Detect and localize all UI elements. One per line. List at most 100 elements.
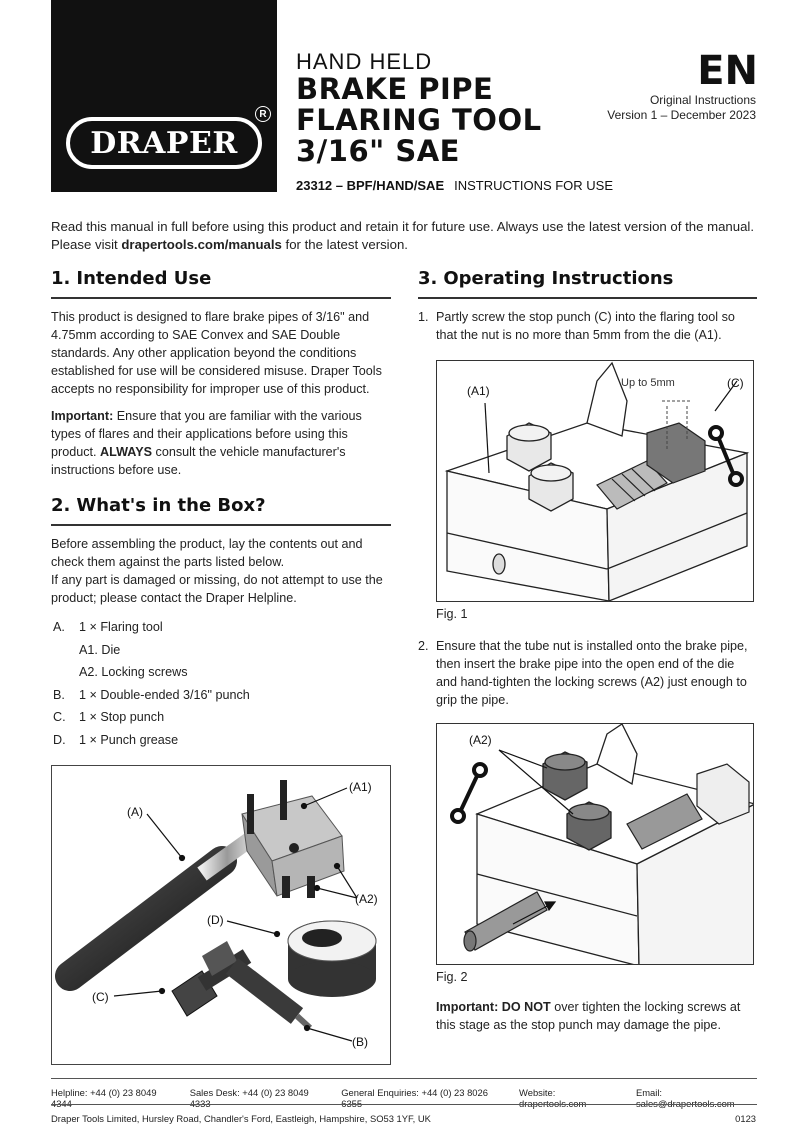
product-illustration: (A) (A1) (A2) (D) (C) (B) xyxy=(55,780,378,1049)
figure-1: Up to 5mm (A1) (C) xyxy=(436,360,754,602)
part-label: D. xyxy=(53,732,66,747)
title-line-1: BRAKE PIPE xyxy=(296,72,494,106)
intro-line-1: Read this manual in full before using th… xyxy=(51,219,754,234)
always-label: ALWAYS xyxy=(100,445,153,459)
part-text: 1 × Punch grease xyxy=(79,732,179,747)
email-link[interactable]: Email: sales@drapertools.com xyxy=(635,1087,735,1109)
figure-2-caption: Fig. 2 xyxy=(436,970,468,984)
part-label: B. xyxy=(53,687,65,702)
intro-text: Read this manual in full before using th… xyxy=(51,218,761,254)
company-address: Draper Tools Limited, Hursley Road, Chan… xyxy=(51,1113,431,1124)
intended-use-text: This product is designed to flare brake … xyxy=(51,310,382,396)
photo-label-b: (B) xyxy=(352,1035,368,1049)
leader-line xyxy=(714,380,738,412)
bolt-shapes xyxy=(542,751,612,851)
figure-2-illustration: (A2) xyxy=(450,724,753,964)
photo-label-a1: (A1) xyxy=(349,780,372,794)
list-item: A1. Die xyxy=(51,639,391,662)
list-item: 1. Partly screw the stop punch (C) into t… xyxy=(418,308,757,344)
figure-1-caption: Fig. 1 xyxy=(436,607,468,621)
stop-punch-shape xyxy=(596,422,706,510)
manuals-link[interactable]: drapertools.com/manuals xyxy=(121,237,282,252)
title-sub: HAND HELD xyxy=(296,49,433,74)
section-2-title: What's in the Box? xyxy=(76,495,266,516)
list-item: A. 1 × Flaring tool xyxy=(51,616,391,639)
important-note: Important: Ensure that you are familiar … xyxy=(51,407,391,479)
photo-label-a2: (A2) xyxy=(355,892,378,906)
version-info: Original Instructions Version 1 – Decemb… xyxy=(607,93,756,123)
brake-pipe-shape xyxy=(463,891,548,952)
section-3-title: Operating Instructions xyxy=(443,268,674,289)
title-line-2: FLARING TOOL xyxy=(296,103,542,137)
fig2-label-a2: (A2) xyxy=(469,733,492,747)
document-title: HAND HELD BRAKE PIPE FLARING TOOL 3/16" … xyxy=(296,50,542,167)
punch-shapes xyxy=(171,941,313,1031)
intro-line-2: Please visit drapertools.com/manuals for… xyxy=(51,236,761,254)
title-line-3: 3/16" SAE xyxy=(296,134,460,168)
footer-contacts: Helpline: +44 (0) 23 8049 4344 Sales Des… xyxy=(51,1087,757,1109)
tube-nut-shape xyxy=(626,763,750,850)
bolt-shapes xyxy=(506,422,574,512)
step-text: Partly screw the stop punch (C) into the… xyxy=(436,310,735,342)
brand-logo: DRAPER R xyxy=(51,0,277,192)
list-item: D. 1 × Punch grease xyxy=(51,729,391,752)
part-text: 1 × Flaring tool xyxy=(79,620,163,635)
fig1-label-c: (C) xyxy=(727,376,744,390)
section-3-heading: 3. Operating Instructions xyxy=(418,268,757,299)
steps-list-1: 1. Partly screw the stop punch (C) into t… xyxy=(418,308,757,344)
wrench-icon xyxy=(450,762,488,824)
photo-label-a: (A) xyxy=(127,805,143,819)
list-item: 2. Ensure that the tube nut is installed … xyxy=(418,637,757,709)
version-date: Version 1 – December 2023 xyxy=(607,108,756,122)
box-check-text: Before assembling the product, lay the c… xyxy=(51,537,363,569)
list-item: B.1 × Double-ended 3/16" punch xyxy=(51,684,391,707)
important-text: Ensure that you are familiar with the va… xyxy=(51,409,362,459)
leader-lines xyxy=(113,787,358,1042)
part-text: A2. Locking screws xyxy=(79,665,188,680)
step-number: 1. xyxy=(418,310,429,324)
section-1-number: 1. xyxy=(51,268,71,289)
sales-desk: Sales Desk: +44 (0) 23 8049 4333 xyxy=(189,1087,309,1109)
part-text: A1. Die xyxy=(79,642,121,657)
leader-lines xyxy=(498,749,574,925)
logo-pill: DRAPER xyxy=(66,117,262,169)
photo-label-c: (C) xyxy=(92,990,109,1004)
section-3-number: 3. xyxy=(418,268,438,289)
steps-list-2: 2. Ensure that the tube nut is installed … xyxy=(418,637,757,709)
registered-mark-icon: R xyxy=(255,106,271,122)
ifu-label: INSTRUCTIONS FOR USE xyxy=(454,178,614,193)
box-damage-text: If any part is damaged or missing, do no… xyxy=(51,573,383,605)
original-instructions: Original Instructions xyxy=(649,93,756,107)
section-1-title: Intended Use xyxy=(76,268,212,289)
warning-label: Important: DO NOT xyxy=(436,1000,551,1014)
footer-divider xyxy=(51,1078,757,1079)
fig1-label-a1: (A1) xyxy=(467,384,490,398)
section-2-heading: 2. What's in the Box? xyxy=(51,495,391,526)
warning-text: over tighten the locking screws at this … xyxy=(436,1000,741,1032)
part-label: A. xyxy=(53,620,65,635)
die-block-shape xyxy=(241,780,345,898)
part-label: C. xyxy=(53,710,66,725)
photo-label-d: (D) xyxy=(207,913,224,927)
left-column: 1. Intended Use This product is designed… xyxy=(51,268,391,751)
step-text: Ensure that the tube nut is installed on… xyxy=(436,639,748,707)
footer-divider xyxy=(51,1104,757,1105)
leader-line xyxy=(484,402,490,474)
parts-list: A. 1 × Flaring tool A1. Die A2. Locking s… xyxy=(51,616,391,751)
dimension-label: Up to 5mm xyxy=(621,377,675,389)
overtighten-warning: Important: DO NOT over tighten the locki… xyxy=(436,998,757,1034)
right-column: 3. Operating Instructions 1. Partly screw… xyxy=(418,268,757,1043)
handle-shape xyxy=(55,831,257,991)
document-code: 0123 xyxy=(735,1113,756,1124)
website-link[interactable]: Website: drapertools.com xyxy=(519,1087,587,1109)
part-text: 1 × Stop punch xyxy=(79,710,165,725)
important-text-end: consult the vehicle manufacturer's instr… xyxy=(51,445,346,477)
step-number: 2. xyxy=(418,639,429,653)
general-enquiries: General Enquiries: +44 (0) 23 8026 6355 xyxy=(341,1087,488,1109)
logo-text: DRAPER xyxy=(90,125,238,161)
dimension-lines xyxy=(662,400,692,451)
die-block-shape xyxy=(475,724,753,964)
helpline: Helpline: +44 (0) 23 8049 4344 xyxy=(51,1087,157,1109)
product-photo: (A) (A1) (A2) (D) (C) (B) xyxy=(51,765,391,1065)
